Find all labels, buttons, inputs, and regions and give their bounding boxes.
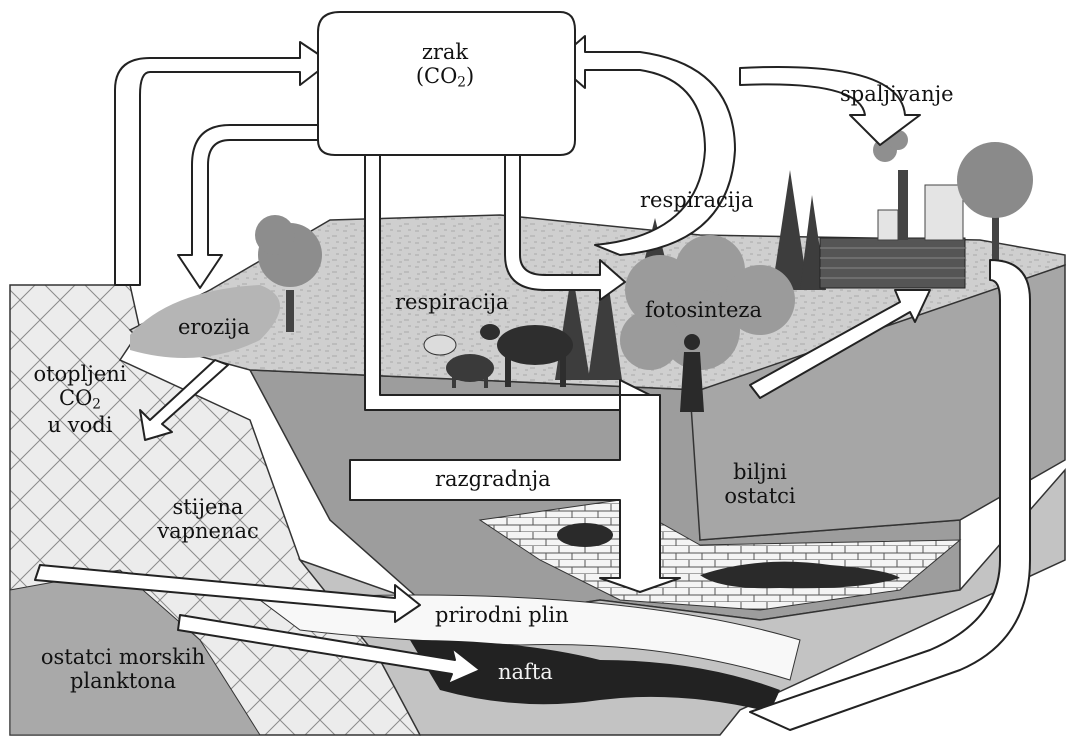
dissolved-co2-label: otopljeni CO2 u vodi: [15, 362, 145, 437]
limestone-label: stijena vapnenac: [148, 495, 268, 543]
coal-deposit: [557, 523, 613, 547]
air-label: zrak (CO2): [380, 40, 510, 91]
arrow-respiration-up: [555, 36, 735, 255]
oil-label: nafta: [498, 660, 553, 684]
combustion-label: spaljivanje: [840, 82, 954, 106]
erosion-label: erozija: [178, 315, 250, 339]
plant-remains-label: biljni ostatci: [715, 460, 805, 508]
plankton-label: ostatci morskih planktona: [28, 645, 218, 693]
natural-gas-label: prirodni plin: [435, 603, 569, 627]
photosynthesis-label: fotosinteza: [645, 298, 762, 322]
respiration-animals-label: respiracija: [395, 290, 508, 314]
respiration-top-label: respiracija: [640, 188, 753, 212]
factory: [820, 130, 965, 288]
decomposition-label: razgradnja: [435, 467, 551, 491]
